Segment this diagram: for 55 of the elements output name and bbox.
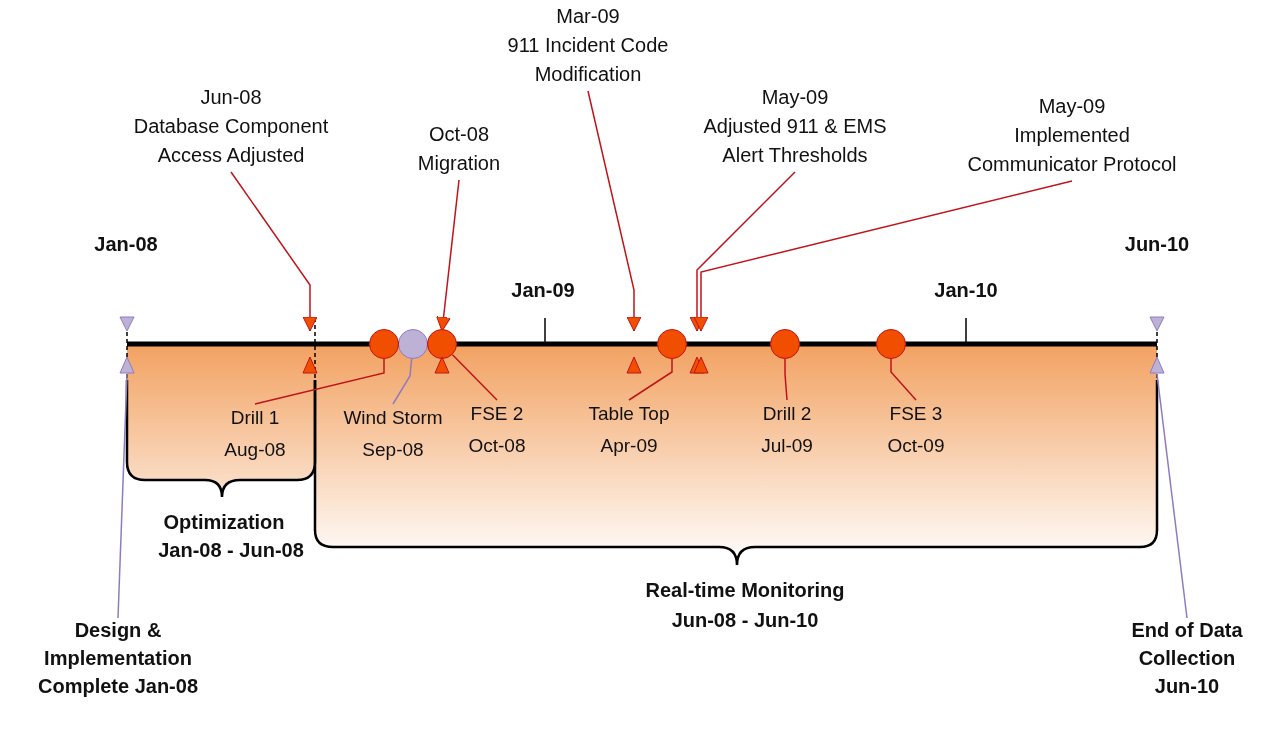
- leader-line: [1156, 373, 1188, 619]
- leader-line: [784, 358, 788, 401]
- callout-arrow: [693, 180, 1073, 332]
- event-label: Jul-09: [760, 434, 814, 458]
- callout-arrow: [689, 171, 796, 332]
- event-circle: [657, 329, 687, 359]
- event-marker: [689, 356, 709, 374]
- date-label: Table Top: [587, 402, 671, 426]
- date-label: Drill 1: [229, 406, 281, 430]
- axis-date-label: Jan-08: [94, 232, 158, 256]
- date-label: May-09: [760, 85, 830, 110]
- event-label: Adjusted 911 & EMS Alert Thresholds: [702, 114, 888, 168]
- phase-dates: Jun-08 - Jun-10: [671, 608, 819, 632]
- axis-date-label: Jan-10: [934, 278, 998, 302]
- event-label: 911 Incident Code Modification: [506, 33, 670, 87]
- date-label: Oct-08: [428, 122, 490, 147]
- callout-arrow: [230, 171, 318, 332]
- event-label: Apr-09: [599, 434, 659, 458]
- date-label: May-09: [1037, 94, 1107, 119]
- axis-date-label: Jan-09: [511, 278, 575, 302]
- leader-line: [254, 358, 385, 405]
- callout-arrow: [587, 90, 642, 332]
- phase-label: Optimization: [163, 510, 285, 534]
- date-label: Drill 2: [761, 402, 813, 426]
- leader-line: [890, 358, 917, 401]
- event-label: Aug-08: [223, 438, 287, 462]
- date-label: Mar-09: [555, 4, 621, 29]
- event-circle: [398, 329, 428, 359]
- leader-line: [392, 358, 413, 405]
- milestone-label: Design & Implementation Complete Jan-08: [36, 618, 200, 699]
- event-circle: [876, 329, 906, 359]
- date-label: Wind Storm: [342, 406, 444, 430]
- leader-line: [451, 353, 498, 401]
- date-label: FSE 2: [469, 402, 525, 426]
- event-marker: [119, 317, 135, 374]
- phase-label: Real-time Monitoring: [645, 578, 845, 602]
- milestone-label: End of Data Collection Jun-10: [1130, 618, 1244, 699]
- phase-dates: Jan-08 - Jun-08: [158, 538, 304, 562]
- leader-line: [117, 373, 128, 619]
- event-marker: [434, 356, 450, 374]
- date-label: FSE 3: [888, 402, 944, 426]
- leader-line: [628, 358, 673, 401]
- date-label: Jun-08: [199, 85, 263, 110]
- event-label: Oct-08: [467, 434, 527, 458]
- event-label: Database Component Access Adjusted: [132, 114, 330, 168]
- event-circle: [770, 329, 800, 359]
- event-marker: [1149, 317, 1165, 374]
- event-circle: [369, 329, 399, 359]
- event-label: Migration: [416, 151, 502, 176]
- event-marker: [302, 356, 318, 374]
- axis-date-label: Jun-10: [1124, 232, 1190, 256]
- event-label: Oct-09: [886, 434, 946, 458]
- event-label: Sep-08: [361, 438, 425, 462]
- event-marker: [626, 356, 642, 374]
- event-label: Implemented Communicator Protocol: [966, 123, 1178, 177]
